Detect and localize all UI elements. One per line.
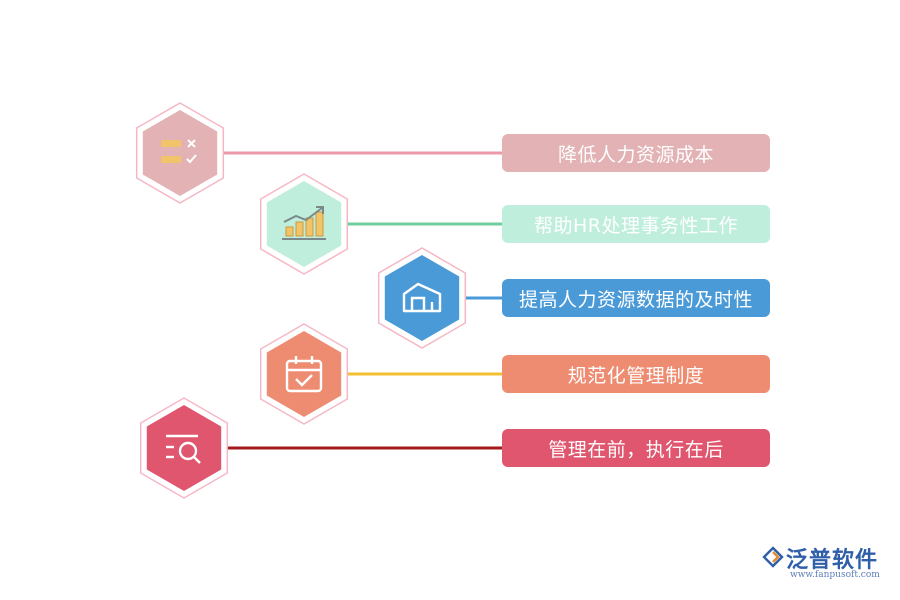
hexagon-fill	[266, 181, 342, 267]
hexagon-fill	[142, 110, 218, 196]
connector-lines	[220, 151, 502, 450]
hexagon-node	[135, 102, 225, 204]
bar-chart-trend-icon	[282, 206, 326, 240]
hexagon-node	[139, 397, 229, 499]
logo-url: www.fanpusoft.com	[790, 570, 880, 580]
hexagon-nodes	[135, 102, 467, 499]
item-label: 规范化管理制度	[502, 355, 770, 393]
checklist-icon	[161, 139, 197, 164]
hexagon-node	[377, 247, 467, 349]
hexagon-node	[259, 323, 349, 425]
hexagon-fill	[266, 331, 342, 417]
search-list-icon	[166, 434, 201, 464]
hexagon-fill	[146, 405, 222, 491]
brand-logo: 泛普软件 www.fanpusoft.com	[760, 542, 890, 582]
item-label: 提高人力资源数据的及时性	[502, 279, 770, 317]
item-label: 帮助HR处理事务性工作	[502, 205, 770, 243]
item-label: 降低人力资源成本	[502, 134, 770, 172]
logo-mark-icon	[762, 546, 784, 568]
item-label: 管理在前，执行在后	[502, 429, 770, 467]
building-icon	[402, 282, 442, 313]
calendar-check-icon	[285, 356, 323, 393]
hexagon-node	[259, 173, 349, 275]
logo-name: 泛普软件	[786, 548, 879, 573]
